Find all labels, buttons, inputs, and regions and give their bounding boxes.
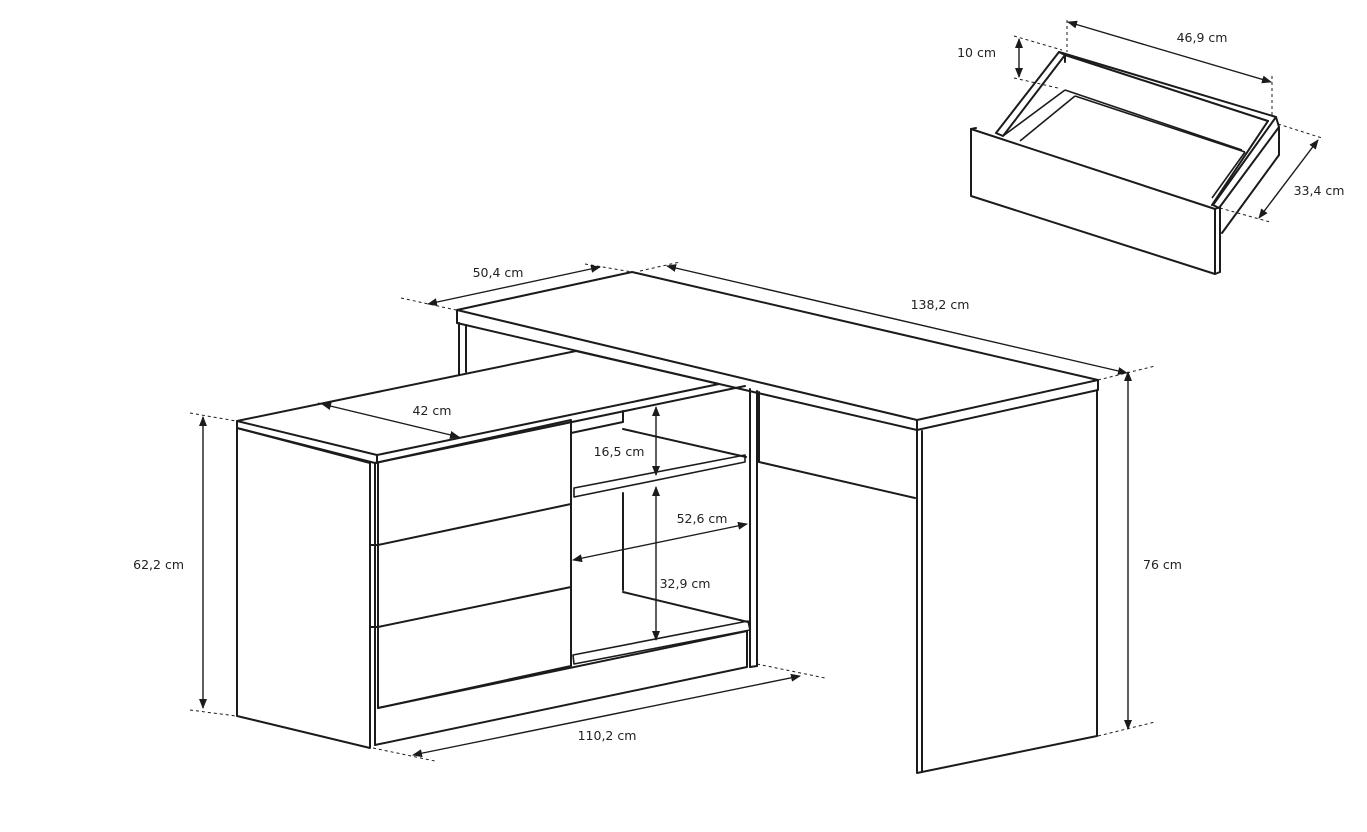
label-drawer-width: 46,9 cm [1177, 30, 1228, 45]
label-desk-length: 138,2 cm [911, 297, 970, 312]
label-drawer-depth: 33,4 cm [1294, 183, 1345, 198]
label-lower-shelf-height: 32,9 cm [660, 576, 711, 591]
dim-arrow-shelf-width [572, 521, 748, 563]
drawer-drawing [970, 51, 1280, 275]
label-cabinet-depth: 42 cm [413, 403, 452, 418]
label-shelf-width: 52,6 cm [677, 511, 728, 526]
desk-drawing [456, 271, 1099, 774]
dim-arrow-desk-depth [427, 264, 601, 307]
cabinet-drawing [236, 350, 751, 749]
label-desk-height: 76 cm [1143, 557, 1182, 572]
dim-arrow-cabinet-length [412, 673, 801, 758]
dimension-labels: 10 cm 46,9 cm 33,4 cm 50,4 cm 138,2 cm 4… [133, 30, 1344, 743]
dim-arrow-cabinet-depth [321, 402, 460, 439]
label-upper-shelf-height: 16,5 cm [594, 444, 645, 459]
label-drawer-height: 10 cm [957, 45, 996, 60]
label-cabinet-height: 62,2 cm [133, 557, 184, 572]
label-cabinet-length: 110,2 cm [578, 728, 637, 743]
dim-arrow-drawer-width [1067, 20, 1272, 84]
label-desk-depth: 50,4 cm [473, 265, 524, 280]
dim-arrow-desk-length [666, 264, 1128, 375]
dimension-arrows [199, 20, 1319, 758]
dim-arrow-drawer-depth [1258, 139, 1319, 219]
